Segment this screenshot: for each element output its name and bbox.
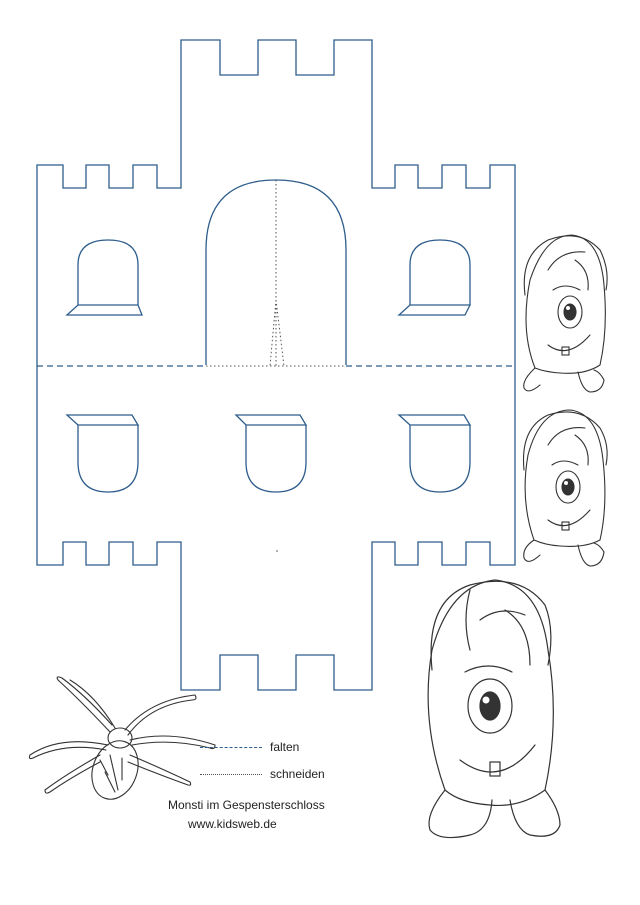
window-flap-bottom-left (65, 414, 140, 426)
fold-line-sample (200, 746, 262, 748)
window-bottom-left (77, 425, 139, 493)
monster-large (427, 579, 561, 839)
window-bottom-center (245, 425, 307, 493)
legend-fold-label: falten (270, 740, 300, 754)
window-sill-top-left (65, 304, 143, 316)
cut-lines (206, 180, 346, 367)
window-flap-bottom-center (234, 414, 308, 426)
monster-small-middle (522, 409, 608, 567)
castle-outline (36, 39, 516, 691)
monster-small-top (523, 234, 608, 393)
window-flap-bottom-right (397, 414, 472, 426)
window-bottom-right (409, 425, 471, 493)
center-dot (276, 550, 278, 552)
window-top-left (77, 239, 139, 305)
website-link[interactable]: www.kidsweb.de (188, 817, 277, 831)
legend-cut: schneiden (200, 767, 325, 781)
legend-cut-label: schneiden (270, 767, 325, 781)
cut-line-sample (200, 773, 262, 775)
sheet-title: Monsti im Gespensterschloss (168, 798, 325, 812)
spider (28, 676, 216, 800)
legend-fold: falten (200, 740, 299, 754)
window-sill-top-right (397, 304, 472, 316)
window-top-right (409, 239, 471, 305)
